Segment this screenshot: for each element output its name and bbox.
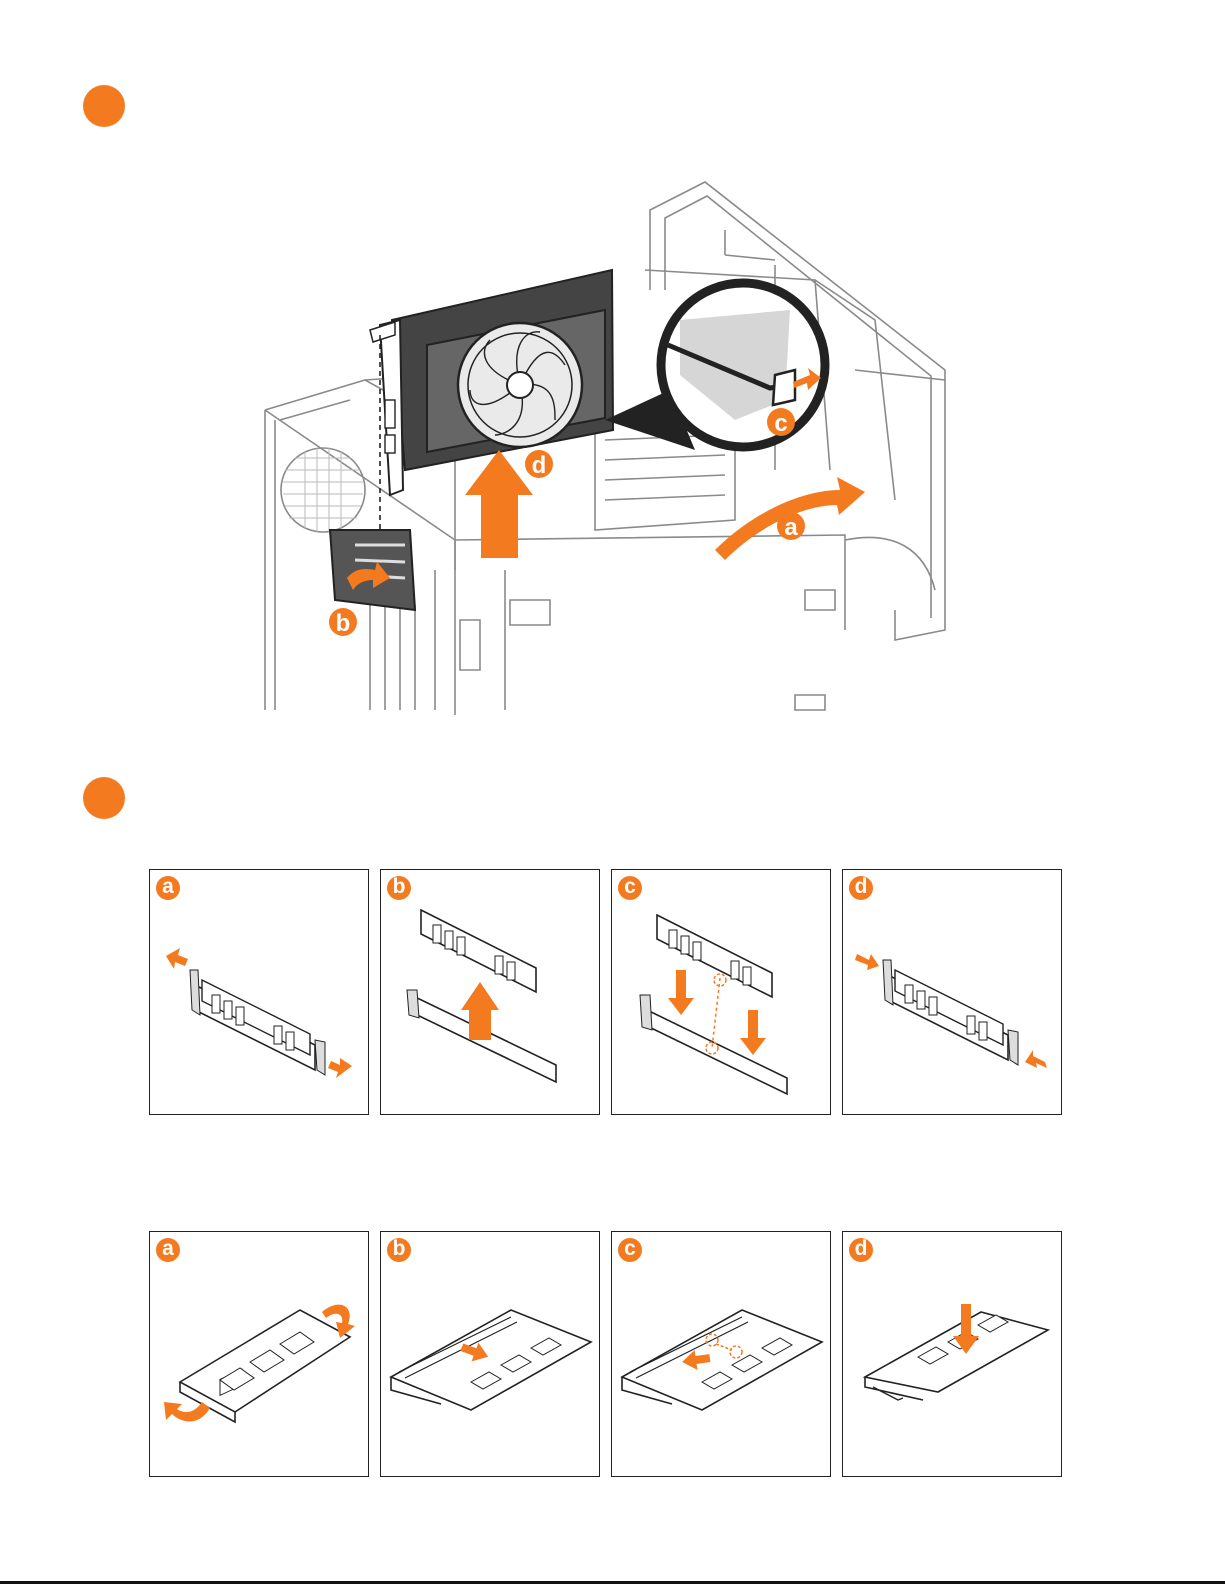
dimm-step-c-panel: c	[611, 869, 831, 1115]
page-bottom-rule	[0, 1581, 1225, 1584]
step-label-d: d	[849, 876, 873, 900]
step-label-b: b	[387, 876, 411, 900]
svg-text:c: c	[774, 410, 787, 437]
step-label-d-laptop: d	[849, 1238, 873, 1262]
step-label-c: c	[618, 876, 642, 900]
step-marker-2	[83, 777, 125, 819]
sodimm-step-a-panel: a	[149, 1231, 369, 1477]
step-label-a-laptop: a	[156, 1238, 180, 1262]
callout-a: a	[777, 512, 805, 541]
step-label-b-laptop: b	[387, 1238, 411, 1262]
graphics-card-removal-illustration: a b c d	[255, 170, 960, 715]
step-marker-1	[83, 85, 125, 127]
step-label-c-laptop: c	[618, 1238, 642, 1262]
sodimm-step-c-panel: c	[611, 1231, 831, 1477]
dimm-step-d-panel: d	[842, 869, 1062, 1115]
dimm-step-b-panel: b	[380, 869, 600, 1115]
step-label-a: a	[156, 876, 180, 900]
sodimm-step-d-panel: d	[842, 1231, 1062, 1477]
svg-text:b: b	[336, 610, 351, 637]
sodimm-step-b-panel: b	[380, 1231, 600, 1477]
svg-text:d: d	[532, 452, 547, 479]
svg-text:a: a	[784, 514, 798, 541]
callout-b: b	[329, 608, 357, 637]
dimm-step-a-panel: a	[149, 869, 369, 1115]
callout-d: d	[525, 450, 553, 479]
